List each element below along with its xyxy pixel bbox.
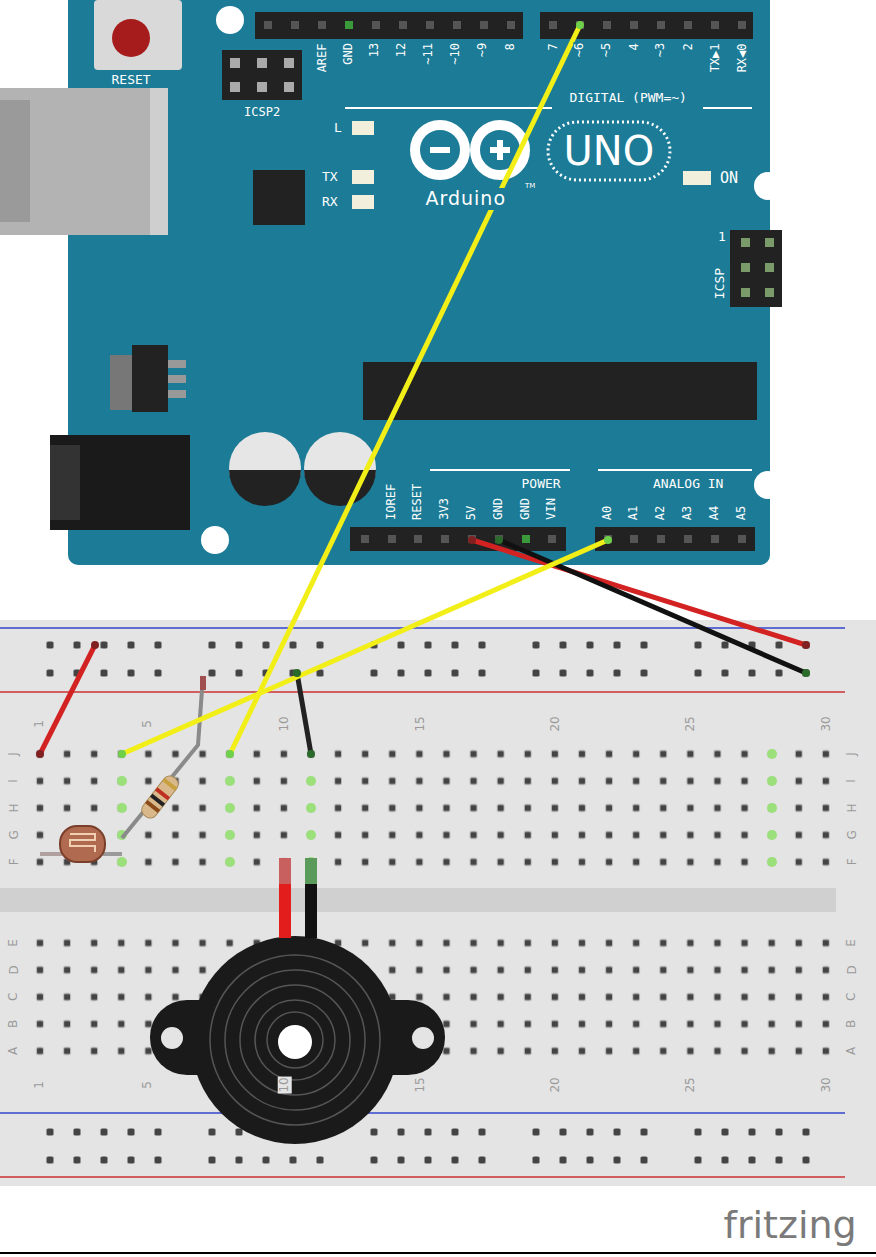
pin-label: 12 xyxy=(395,42,409,58)
pin-label: A3 xyxy=(681,505,695,521)
pin-number: 1 xyxy=(717,230,727,245)
pin-label: IOREF xyxy=(385,483,399,521)
pin-label: TX▶1 xyxy=(708,42,722,73)
column-number: 1 xyxy=(33,1080,47,1090)
column-number: 30 xyxy=(819,1076,833,1093)
pin-label: A1 xyxy=(627,505,641,521)
row-letter: J xyxy=(7,751,21,757)
header-label: POWER xyxy=(521,477,562,492)
column-number: 1 xyxy=(33,719,47,729)
header-label: DIGITAL (PWM=~) xyxy=(569,91,688,106)
column-number: 15 xyxy=(413,1076,427,1093)
pin-label: ~3 xyxy=(654,42,668,58)
pin-label: ~9 xyxy=(476,42,490,58)
row-letter: J xyxy=(845,751,859,757)
column-number: 5 xyxy=(141,719,155,729)
pin-label: AREF xyxy=(315,42,329,73)
column-number: 30 xyxy=(819,715,833,732)
column-number: 10 xyxy=(277,715,291,732)
pin-label: RESET xyxy=(411,483,425,521)
pin-label: GND xyxy=(519,497,533,521)
row-letter: I xyxy=(7,778,21,784)
row-letter: B xyxy=(845,1019,859,1029)
pin-label: 4 xyxy=(627,42,641,51)
row-letter: D xyxy=(7,964,21,975)
row-letter: F xyxy=(845,857,859,866)
row-letter: G xyxy=(845,829,859,840)
pin-label: RX◀0 xyxy=(735,42,749,73)
pin-label: ~6 xyxy=(573,42,587,58)
pin-label: A2 xyxy=(654,505,668,521)
pin-label: 3V3 xyxy=(438,497,452,521)
column-number: 20 xyxy=(548,1076,562,1093)
header-label: ANALOG IN xyxy=(652,477,724,492)
pin-label: 5V xyxy=(465,505,479,521)
row-letter: E xyxy=(7,938,21,948)
row-letter: F xyxy=(7,857,21,866)
pin-label: ~5 xyxy=(600,42,614,58)
board-name: UNO xyxy=(563,128,656,174)
pin-label: VIN xyxy=(545,497,559,521)
led-label: L xyxy=(333,121,343,136)
pin-label: GND xyxy=(492,497,506,521)
header-label: ICSP xyxy=(713,266,728,299)
trademark: TM xyxy=(524,182,536,190)
column-number: 15 xyxy=(413,715,427,732)
row-letter: H xyxy=(845,802,859,813)
row-letter: H xyxy=(7,802,21,813)
row-letter: B xyxy=(7,1019,21,1029)
pin-label: A4 xyxy=(708,505,722,521)
brand-name: Arduino xyxy=(425,188,508,210)
led-label: ON xyxy=(719,170,739,187)
row-letter: C xyxy=(845,992,859,1002)
pin-label: 2 xyxy=(681,42,695,51)
column-number: 20 xyxy=(548,715,562,732)
pin-label: A5 xyxy=(735,505,749,521)
pin-label: ~11 xyxy=(422,42,436,66)
pin-label: A0 xyxy=(601,505,615,521)
led-label: RX xyxy=(321,195,339,210)
pin-label: 7 xyxy=(546,42,560,51)
pin-label: 8 xyxy=(503,42,517,51)
led-label: TX xyxy=(321,170,339,185)
pin-label: GND xyxy=(342,42,356,66)
pin-label: 13 xyxy=(368,42,382,58)
button-label: RESET xyxy=(111,73,152,88)
row-letter: I xyxy=(845,778,859,784)
row-letter: C xyxy=(7,992,21,1002)
row-letter: D xyxy=(845,964,859,975)
column-number: 5 xyxy=(141,1080,155,1090)
column-number: 25 xyxy=(683,1076,697,1093)
column-number: 25 xyxy=(683,715,697,732)
row-letter: A xyxy=(845,1046,859,1056)
watermark: fritzing xyxy=(723,1204,858,1248)
pin-label: ~10 xyxy=(449,42,463,66)
row-letter: A xyxy=(7,1046,21,1056)
column-number: 10 xyxy=(277,1076,291,1093)
header-label: ICSP2 xyxy=(243,106,281,120)
row-letter: G xyxy=(7,829,21,840)
row-letter: E xyxy=(845,938,859,948)
